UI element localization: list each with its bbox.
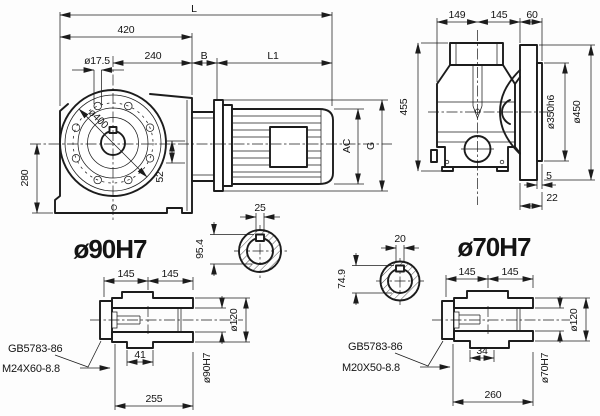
dim-ac: AC [341, 138, 353, 153]
dim-90-od: ø120 [228, 308, 240, 331]
dim-flange-thick: 22 [546, 192, 558, 204]
detail-70-section-circle: 20 74.9 [336, 233, 425, 305]
dim-70-l2: 145 [502, 266, 519, 278]
dim-housing-length: 420 [118, 24, 135, 36]
dim-w2: 145 [491, 9, 508, 21]
dim-center-to-face: 240 [145, 50, 162, 62]
motor-adapter [191, 99, 233, 192]
dim-70-length: 260 [485, 389, 502, 401]
side-view: 149 145 60 455 ø350h6 ø450 5 [398, 9, 595, 210]
dim-g: G [365, 142, 377, 150]
dim-flange-od: ø450 [571, 100, 583, 123]
side-dimensions: 149 145 60 455 ø350h6 ø450 5 [398, 9, 595, 210]
detail-70-shaft-section [432, 290, 570, 349]
dim-overall-length: L [191, 3, 197, 15]
dim-center-height: 280 [19, 169, 31, 186]
motor [231, 108, 334, 185]
note-90-bolt: M24X60-8.8 [2, 363, 60, 375]
detail-90-title: ø90H7 [73, 234, 147, 264]
dim-90-key-width: 25 [254, 202, 266, 214]
detail-70-dimensions: 145 145 34 260 ø120 ø70H7 GB5783-86 M20X… [342, 266, 590, 406]
dim-spigot: ø350h6 [545, 94, 557, 129]
motor-terminal-box [269, 126, 308, 168]
detail-90-section-circle: 25 95.4 [194, 202, 287, 278]
shaft-detail-90: ø90H7 25 95.4 [2, 202, 287, 410]
note-70-bolt: M20X50-8.8 [342, 362, 400, 374]
dim-90-length: 255 [146, 393, 163, 405]
dim-side-height: 455 [398, 98, 410, 115]
dim-w1: 149 [449, 9, 466, 21]
dim-bolt-hole: ø17.5 [84, 55, 110, 67]
dim-b: B [201, 50, 208, 62]
shaft-detail-70: ø70H7 20 74.9 [336, 232, 590, 406]
dim-step: 52 [154, 171, 166, 183]
detail-70-title: ø70H7 [457, 232, 531, 262]
note-90-standard: GB5783-86 [8, 343, 63, 355]
detail-90-dimensions: 145 145 41 255 ø120 ø90H7 GB5783-86 M24X… [2, 268, 250, 410]
dim-70-od: ø120 [568, 308, 580, 331]
detail-90-shaft-section [90, 291, 243, 349]
dim-motor-length: L1 [267, 50, 279, 62]
dim-70-key-width: 20 [394, 233, 406, 245]
dim-70-l1: 145 [459, 266, 476, 278]
main-view: L 420 240 B L1 ø17.5 ø400 280 52 [19, 3, 392, 222]
dim-90-boss: 41 [134, 349, 146, 361]
dim-70-bore: ø70H7 [539, 352, 551, 383]
dim-90-key-height: 95.4 [194, 239, 206, 259]
dim-w3: 60 [526, 9, 538, 21]
note-70-standard: GB5783-86 [348, 341, 403, 353]
dim-90-bore: ø90H7 [201, 352, 213, 383]
dim-90-l2: 145 [162, 268, 179, 280]
dim-90-l1: 145 [118, 268, 135, 280]
dim-70-key-height: 74.9 [336, 269, 348, 289]
dim-lip: 5 [546, 170, 552, 182]
dim-70-boss: 34 [476, 345, 488, 357]
